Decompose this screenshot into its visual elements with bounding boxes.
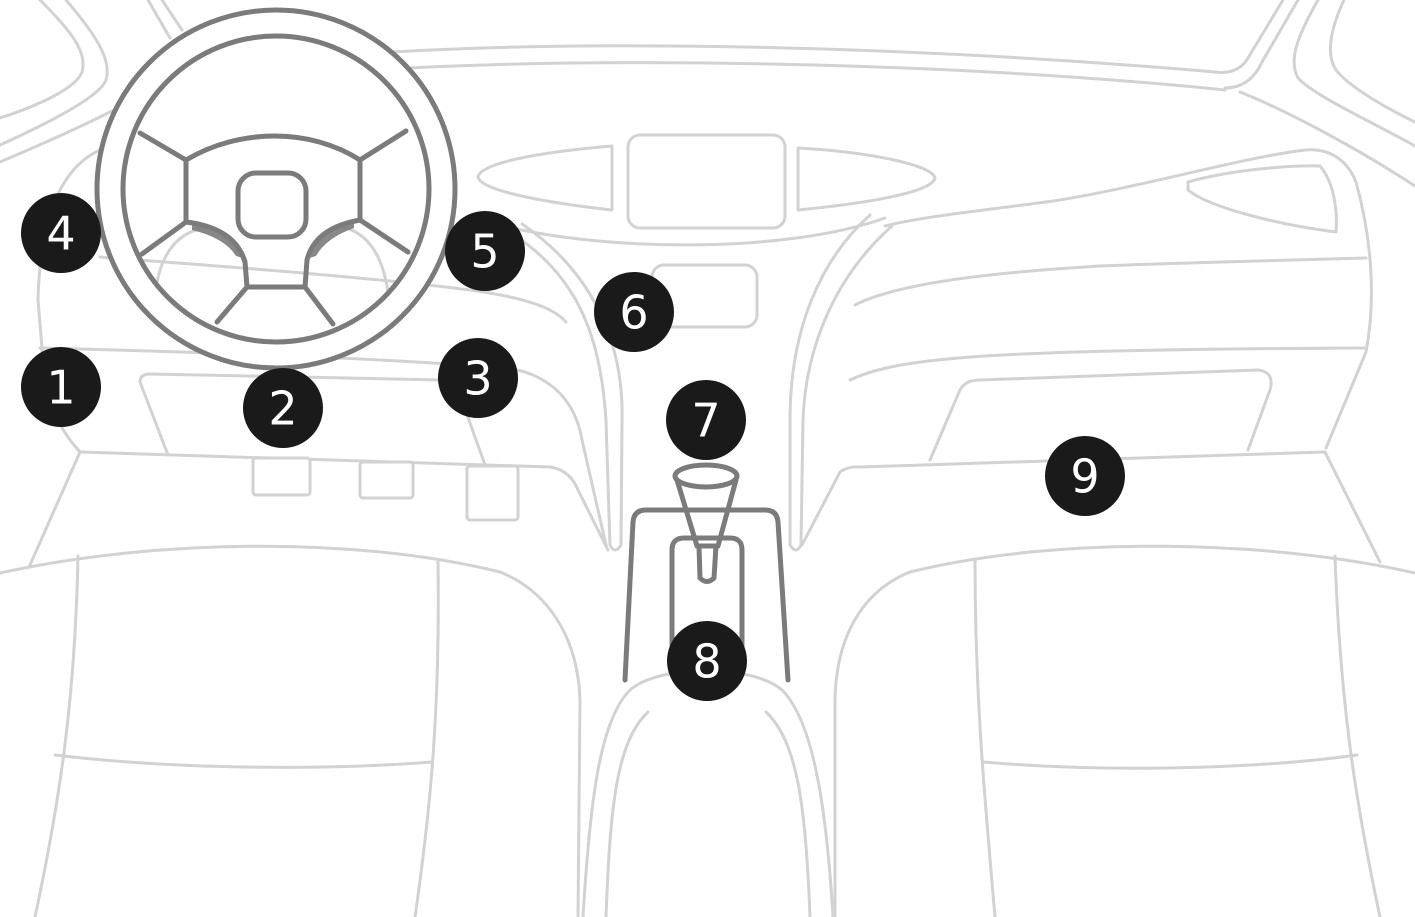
marker-5[interactable]: 5: [445, 211, 525, 291]
marker-number: 1: [46, 361, 75, 415]
steering-wheel: [94, 7, 458, 371]
horn-pad: [235, 170, 309, 240]
center-vent-right: [796, 146, 937, 212]
center-screen: [626, 133, 787, 230]
center-vent-left: [476, 144, 614, 212]
marker-number: 3: [463, 352, 492, 406]
center-armrest: [581, 669, 835, 917]
windshield-frame-left: [0, 0, 184, 164]
marker-badge: [243, 368, 323, 448]
marker-7[interactable]: 7: [666, 380, 746, 460]
marker-3[interactable]: 3: [438, 338, 518, 418]
marker-number: 9: [1070, 450, 1099, 504]
pedal-accelerator: [465, 464, 520, 522]
marker-badge: [667, 621, 747, 701]
marker-badge: [1045, 436, 1125, 516]
marker-number: 6: [619, 286, 648, 340]
marker-number: 4: [46, 207, 75, 261]
marker-badge: [21, 347, 101, 427]
seat-left: [0, 544, 582, 917]
marker-1[interactable]: 1: [21, 347, 101, 427]
marker-number: 8: [692, 635, 721, 689]
center-console-sides: [498, 213, 894, 552]
marker-badge: [594, 272, 674, 352]
marker-badge: [438, 338, 518, 418]
windshield-frame-right: [1213, 0, 1415, 188]
marker-number: 2: [268, 382, 297, 436]
marker-number: 5: [470, 225, 499, 279]
marker-6[interactable]: 6: [594, 272, 674, 352]
marker-badge: [666, 380, 746, 460]
gear-shifter: [622, 462, 791, 683]
dashboard-right: [800, 148, 1382, 564]
marker-badge: [21, 193, 101, 273]
seat-right: [833, 544, 1415, 917]
marker-9[interactable]: 9: [1045, 436, 1125, 516]
marker-8[interactable]: 8: [667, 621, 747, 701]
marker-badge: [445, 211, 525, 291]
pedals: [251, 456, 520, 522]
pedal-brake: [358, 460, 415, 500]
marker-2[interactable]: 2: [243, 368, 323, 448]
marker-4[interactable]: 4: [21, 193, 101, 273]
pedal-clutch: [251, 456, 312, 497]
marker-number: 7: [691, 394, 720, 448]
